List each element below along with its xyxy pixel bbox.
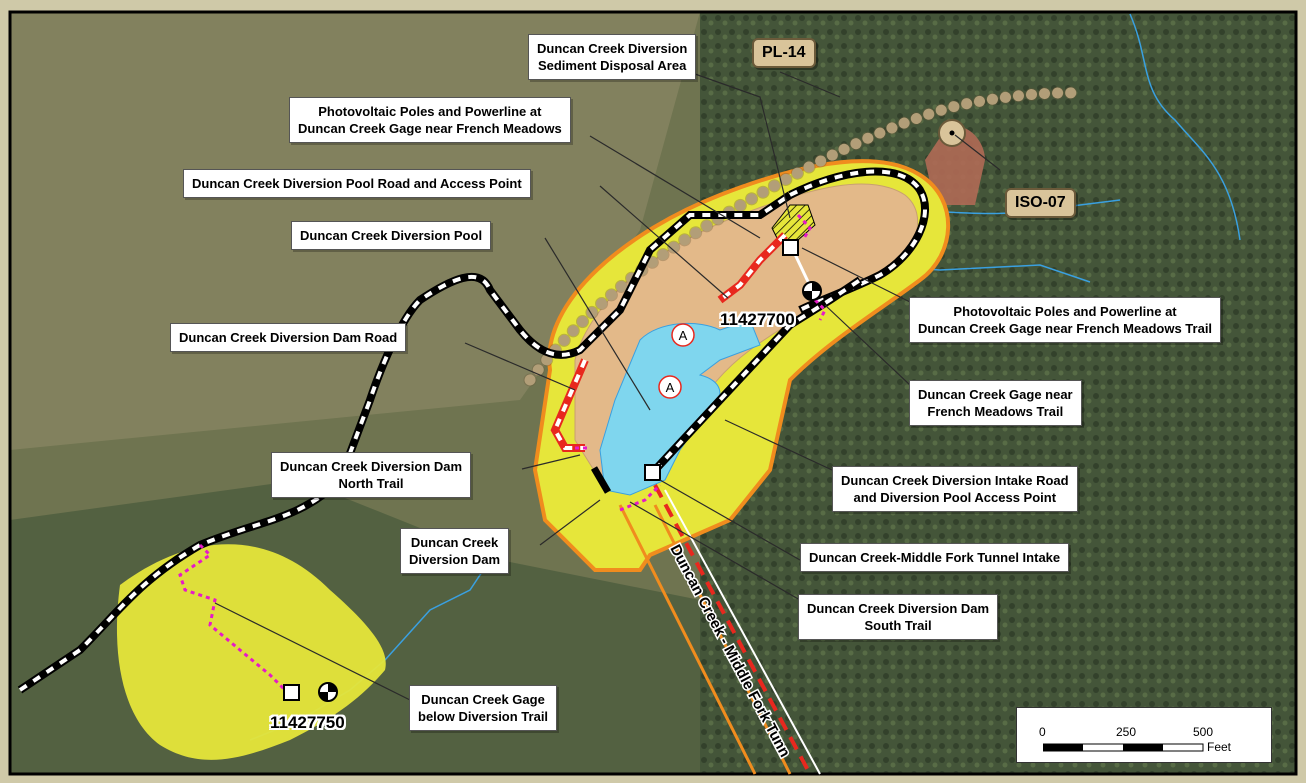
stream-line — [384, 559, 491, 661]
callout-line: Duncan Creek Gage near French Meadows Tr… — [918, 321, 1213, 336]
callout-gage-trail: Duncan Creek Gage near French Meadows Tr… — [909, 380, 1082, 426]
callout-line: Photovoltaic Poles and Powerline at — [318, 104, 542, 119]
pool-marker-text: A — [679, 328, 688, 343]
pl14-tag: PL-14 — [752, 38, 816, 68]
access-point-pv — [782, 239, 799, 256]
diversion-dam-line — [590, 466, 612, 494]
callout-line: below Diversion Trail — [418, 709, 549, 724]
callout-line: North Trail — [338, 476, 404, 491]
scale-tick-250: 250 — [1116, 725, 1137, 739]
callout-line: Duncan Creek Gage — [421, 692, 545, 707]
callout-line: Duncan Creek Diversion — [537, 41, 688, 56]
callout-line: Duncan Creek Gage near — [918, 387, 1073, 402]
pool-marker-a2: A — [658, 375, 682, 399]
trail-pv — [796, 213, 812, 241]
road-loop-dash — [789, 169, 927, 312]
callout-line: Duncan Creek Diversion Dam — [280, 459, 463, 474]
pool-marker-a1: A — [671, 323, 695, 347]
access-point-intake — [644, 464, 661, 481]
callout-dam-south-trail: Duncan Creek Diversion Dam South Trail — [798, 594, 999, 640]
dam-road-dash — [552, 359, 587, 450]
leader-lines — [214, 67, 1001, 701]
stream-line — [1129, 13, 1241, 241]
pl14-powerline-outline — [523, 86, 1087, 387]
callout-pv-poles-trail: Photovoltaic Poles and Powerline at Dunc… — [909, 297, 1222, 343]
scale-tick-500: 500 — [1193, 725, 1214, 739]
scale-tick-0: 0 — [1039, 725, 1046, 739]
trail-dam-south — [619, 483, 662, 512]
gage-symbol-upper — [802, 281, 822, 301]
callout-line: Duncan Creek Diversion Intake Road — [841, 473, 1069, 488]
callout-line: Diversion Dam — [409, 552, 501, 567]
iso07-tag: ISO-07 — [1005, 188, 1076, 218]
callout-line: Duncan Creek Gage near French Meadows — [298, 121, 562, 136]
scale-bar-graphic — [1043, 743, 1204, 752]
callout-line: Duncan Creek — [410, 535, 499, 550]
callout-diversion-dam: Duncan Creek Diversion Dam — [400, 528, 510, 574]
trail-gage-below — [178, 543, 287, 692]
callout-line: Duncan Creek-Middle Fork Tunnel Intake — [809, 550, 1061, 565]
gage-symbol-lower — [318, 682, 338, 702]
gage-id-lower: 11427750 — [270, 713, 345, 732]
intake-road-dash — [653, 278, 862, 472]
pool-marker-text: A — [666, 380, 675, 395]
tunnel-corridor — [618, 504, 792, 775]
callout-line: and Diversion Pool Access Point — [853, 490, 1057, 505]
iso07-point-center — [949, 130, 955, 136]
callout-pool: Duncan Creek Diversion Pool — [291, 221, 492, 250]
callout-line: Sediment Disposal Area — [537, 58, 687, 73]
pool-road-dash — [718, 233, 787, 302]
tunnel-centerline — [653, 484, 812, 775]
callout-tunnel-intake: Duncan Creek-Middle Fork Tunnel Intake — [800, 543, 1070, 572]
callout-line: Duncan Creek Diversion Pool — [300, 228, 483, 243]
scale-unit: Feet — [1207, 740, 1232, 754]
lower-buffer-area — [116, 544, 386, 760]
gage-id-upper: 11427700 — [720, 310, 795, 329]
callout-sediment-disposal: Duncan Creek Diversion Sediment Disposal… — [528, 34, 697, 80]
pl14-powerline — [524, 87, 1086, 386]
callout-line: Photovoltaic Poles and Powerline at — [953, 304, 1177, 319]
callout-line: French Meadows Trail — [927, 404, 1064, 419]
callout-line: Duncan Creek Diversion Pool Road and Acc… — [192, 176, 522, 191]
diversion-pool — [599, 319, 761, 496]
scale-bar: 0 250 500 Feet — [1016, 707, 1272, 763]
callout-dam-road: Duncan Creek Diversion Dam Road — [170, 323, 407, 352]
road-main-west-dash — [18, 193, 792, 692]
callout-pv-poles-gage: Photovoltaic Poles and Powerline at Dunc… — [289, 97, 571, 143]
callout-pool-road: Duncan Creek Diversion Pool Road and Acc… — [183, 169, 531, 198]
callout-intake-road: Duncan Creek Diversion Intake Road and D… — [832, 466, 1078, 512]
callout-gage-below-trail: Duncan Creek Gage below Diversion Trail — [409, 685, 558, 731]
access-point-lower — [283, 684, 300, 701]
callout-line: South Trail — [864, 618, 932, 633]
callout-line: Duncan Creek Diversion Dam — [807, 601, 990, 616]
map-neatline — [8, 10, 1298, 776]
callout-dam-north-trail: Duncan Creek Diversion Dam North Trail — [271, 452, 472, 498]
callout-line: Duncan Creek Diversion Dam Road — [179, 330, 398, 345]
